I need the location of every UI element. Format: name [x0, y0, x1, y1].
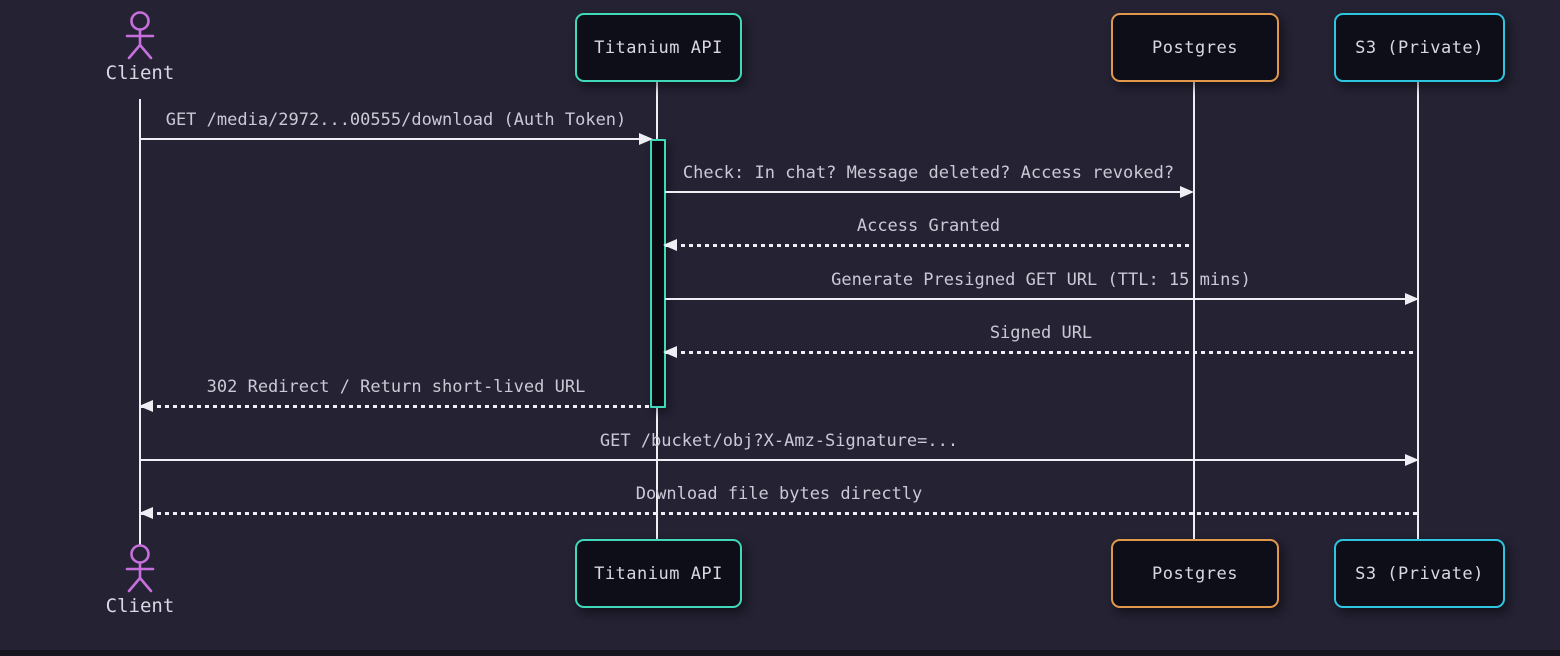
actor-client-label: Client	[105, 62, 175, 84]
arrowhead-left-icon	[663, 346, 677, 358]
arrowhead-right-icon	[639, 133, 653, 145]
message-label: Download file bytes directly	[635, 484, 923, 504]
lifeline-client	[139, 99, 141, 545]
message-label: Access Granted	[856, 216, 1001, 236]
participant-s3-bottom: S3 (Private)	[1334, 539, 1505, 608]
arrowhead-left-icon	[139, 507, 153, 519]
lifeline-s3	[1417, 82, 1419, 539]
bottom-letterbox-bar	[0, 650, 1560, 656]
person-icon	[125, 544, 155, 593]
message-label: Check: In chat? Message deleted? Access …	[682, 163, 1175, 183]
participant-s3-top: S3 (Private)	[1334, 13, 1505, 82]
actor-client-bottom: Client	[90, 544, 190, 617]
participant-postgres-top: Postgres	[1111, 13, 1279, 82]
arrowhead-left-icon	[139, 400, 153, 412]
participant-titanium-api-bottom: Titanium API	[575, 539, 742, 608]
participant-s3-label: S3 (Private)	[1355, 37, 1484, 58]
arrow-line-dotted	[665, 351, 1417, 354]
participant-titanium-api-label: Titanium API	[594, 563, 723, 584]
arrowhead-right-icon	[1405, 454, 1419, 466]
arrowhead-right-icon	[1405, 293, 1419, 305]
activation-bar-titanium-api	[650, 139, 666, 408]
actor-client-label: Client	[105, 595, 175, 617]
arrowhead-left-icon	[663, 239, 677, 251]
arrow-line	[665, 191, 1192, 193]
arrow-line-dotted	[141, 512, 1417, 515]
message-label: GET /media/2972...00555/download (Auth T…	[165, 110, 627, 130]
participant-postgres-label: Postgres	[1152, 37, 1238, 58]
arrow-line-dotted	[141, 405, 651, 408]
participant-s3-label: S3 (Private)	[1355, 563, 1484, 584]
lifeline-postgres	[1193, 82, 1195, 539]
arrow-line	[141, 138, 651, 140]
participant-titanium-api-top: Titanium API	[575, 13, 742, 82]
arrow-line-dotted	[665, 244, 1192, 247]
actor-client-top: Client	[90, 11, 190, 84]
arrow-line	[665, 298, 1417, 300]
message-label: 302 Redirect / Return short-lived URL	[206, 377, 586, 397]
person-icon	[125, 11, 155, 60]
participant-titanium-api-label: Titanium API	[594, 37, 723, 58]
arrow-line	[141, 459, 1417, 461]
arrowhead-right-icon	[1180, 186, 1194, 198]
message-label: GET /bucket/obj?X-Amz-Signature=...	[599, 431, 959, 451]
message-label: Generate Presigned GET URL (TTL: 15 mins…	[831, 270, 1251, 290]
participant-postgres-bottom: Postgres	[1111, 539, 1279, 608]
message-label: Signed URL	[989, 323, 1093, 343]
participant-postgres-label: Postgres	[1152, 563, 1238, 584]
